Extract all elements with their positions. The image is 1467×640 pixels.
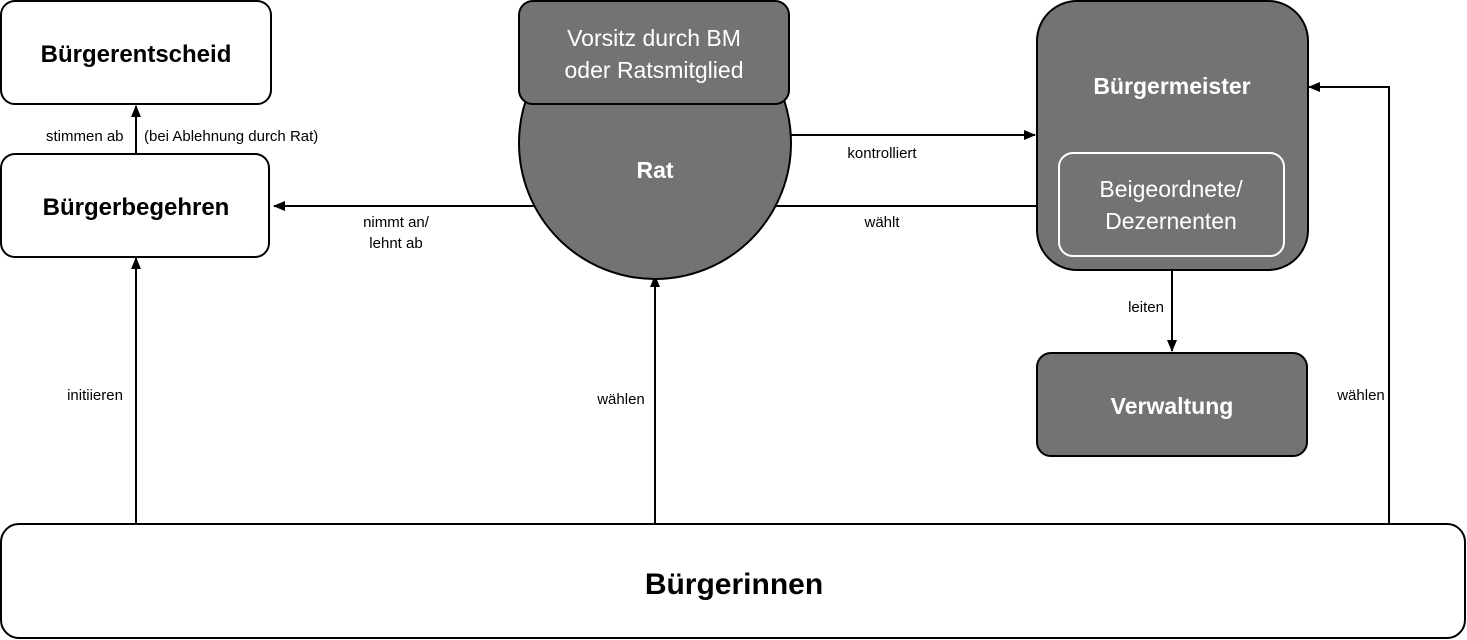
verwaltung-box: [1036, 352, 1308, 457]
connectors: [131, 82, 1390, 524]
edge-label-waehlt: wählt: [863, 214, 900, 231]
vorsitz-label-line1: Vorsitz durch BM: [567, 25, 741, 51]
beigeordnete-label-line1: Beigeordnete/: [1099, 176, 1243, 202]
buergermeister-label: Bürgermeister: [1093, 73, 1250, 99]
beigeordnete-label-line2: Dezernenten: [1105, 208, 1237, 234]
edge-label-leiten: leiten: [1128, 299, 1164, 316]
edge-label-lehnt-ab: lehnt ab: [369, 235, 422, 252]
edge-label-bei-ablehnung: (bei Ablehnung durch Rat): [144, 128, 318, 145]
edge-label-initiieren: initiieren: [67, 387, 123, 404]
verwaltung-label: Verwaltung: [1111, 393, 1234, 419]
arrow-buergerinnen-to-buergermeister: [1308, 82, 1390, 524]
rat-label: Rat: [636, 157, 673, 183]
edge-label-waehlen-rat: wählen: [596, 391, 645, 408]
vorsitz-label-line2: oder Ratsmitglied: [565, 57, 744, 83]
edge-label-waehlen-bm: wählen: [1336, 387, 1385, 404]
edge-label-nimmt-an: nimmt an/: [363, 214, 430, 231]
edge-label-kontrolliert: kontrolliert: [847, 145, 917, 162]
beigeordnete-box: [1058, 152, 1285, 257]
buergerinnen-box: [0, 523, 1466, 639]
edge-label-stimmen-ab: stimmen ab: [46, 128, 124, 145]
buergerbegehren-label: Bürgerbegehren: [43, 194, 230, 221]
buergerentscheid-label: Bürgerentscheid: [41, 41, 232, 68]
vorsitz-box: [518, 0, 790, 105]
buergerinnen-label: Bürgerinnen: [645, 568, 823, 601]
buergerentscheid-box: [0, 0, 272, 105]
buergerbegehren-box: [0, 153, 270, 258]
